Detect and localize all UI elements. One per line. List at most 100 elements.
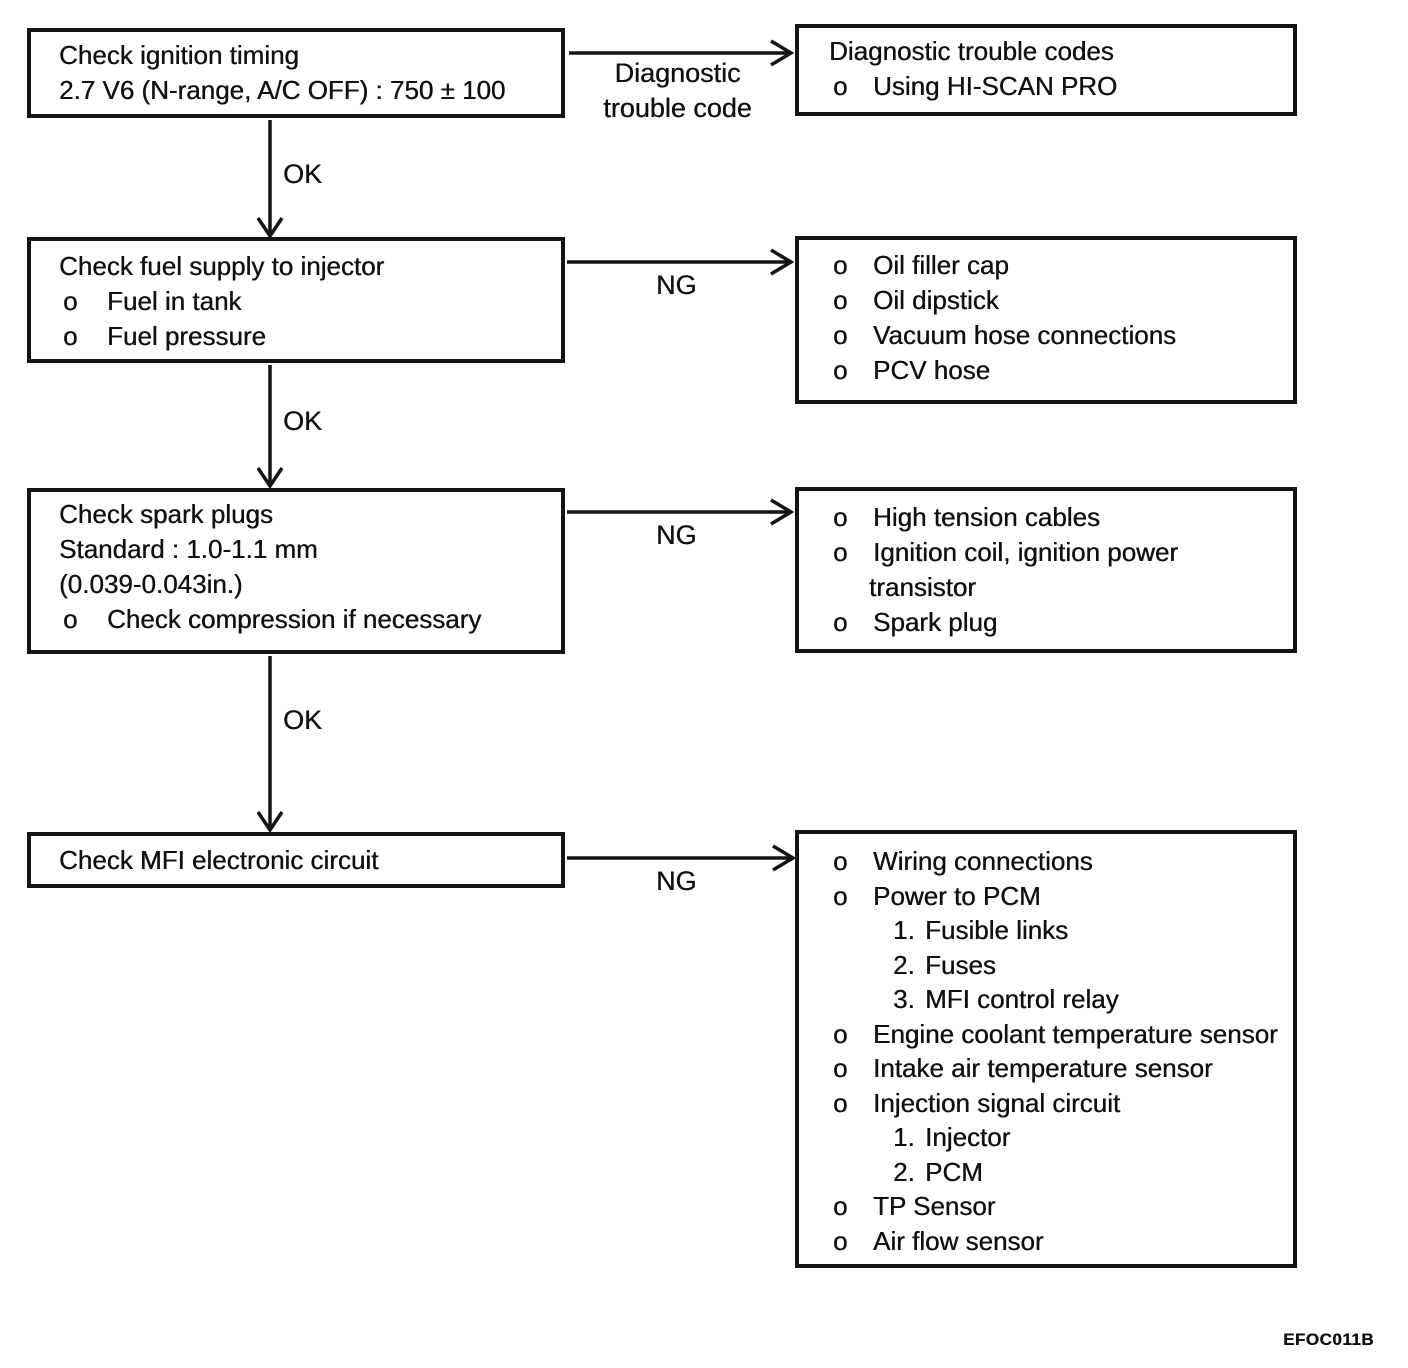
line-text: Oil dipstick (873, 285, 999, 315)
step-box-check-fuel-supply: Check fuel supply to injector o Fuel in … (27, 237, 565, 363)
result-box-mfi-circuit-ng: o Wiring connections o Power to PCM 1. F… (795, 830, 1297, 1268)
bullet: o (833, 285, 848, 315)
numbered-item: 2. Fuses (799, 948, 1293, 983)
numbered-item: 2. PCM (799, 1155, 1293, 1190)
item-number: 1. (893, 915, 915, 945)
arrowhead-ng-3 (772, 844, 797, 872)
line-text: 2.7 V6 (N-range, A/C OFF) : 750 ± 100 (59, 75, 506, 105)
line-text: TP Sensor (873, 1191, 996, 1221)
numbered-item: 3. MFI control relay (799, 982, 1293, 1017)
line-text: Fuel pressure (107, 321, 266, 351)
line-text: Intake air temperature sensor (873, 1053, 1213, 1083)
line-text: PCV hose (873, 355, 991, 385)
edge-label-ok-2: OK (283, 406, 323, 436)
list-item: o Power to PCM (799, 879, 1293, 914)
bullet: o (63, 604, 78, 634)
line-text: PCM (925, 1156, 983, 1187)
list-item: o Oil filler cap (799, 248, 1293, 283)
line-text: Engine coolant temperature sensor (873, 1018, 1278, 1049)
line-text: Using HI-SCAN PRO (873, 71, 1118, 101)
edge-label-ok-1: OK (283, 159, 323, 189)
line-text: Vacuum hose connections (873, 320, 1177, 350)
list-item: o Wiring connections (799, 844, 1293, 879)
bullet: o (833, 607, 848, 637)
edge-label-ng-2: NG (656, 520, 697, 550)
list-item: o Check compression if necessary (31, 602, 561, 637)
text-line: Standard : 1.0-1.1 mm (31, 532, 561, 567)
list-item: o Vacuum hose connections (799, 318, 1293, 353)
step-box-check-mfi-circuit: Check MFI electronic circuit (27, 832, 565, 888)
text-line: Check ignition timing (31, 38, 561, 73)
item-number: 3. (893, 984, 915, 1014)
line-text: Injection signal circuit (873, 1087, 1121, 1118)
arrowhead-ng-1 (770, 248, 795, 276)
bullet: o (833, 355, 848, 385)
arrowhead-ng-2 (770, 498, 795, 526)
bullet: o (63, 321, 78, 351)
line-text: Injector (925, 1122, 1011, 1152)
bullet: o (833, 502, 848, 532)
line-text: Check MFI electronic circuit (59, 844, 379, 875)
line-text: transistor (869, 572, 976, 602)
line-text: (0.039-0.043in.) (59, 569, 243, 599)
text-line: Diagnostic trouble codes (799, 34, 1293, 69)
arrowhead-ok-2 (256, 467, 284, 490)
bullet: o (833, 846, 848, 876)
list-item: o Oil dipstick (799, 283, 1293, 318)
result-box-fuel-supply-ng: o Oil filler cap o Oil dipstick o Vacuum… (795, 236, 1297, 404)
list-item: o Injection signal circuit (799, 1086, 1293, 1121)
edge-label-ng-1: NG (656, 270, 697, 300)
result-box-diagnostic-trouble-codes: Diagnostic trouble codes o Using HI-SCAN… (795, 24, 1297, 116)
bullet: o (833, 71, 848, 101)
result-box-spark-plug-ng: o High tension cables o Ignition coil, i… (795, 487, 1297, 653)
bullet: o (833, 1018, 848, 1049)
bullet: o (63, 286, 78, 316)
edge-label-ok-3: OK (283, 705, 323, 735)
numbered-item: 1. Injector (799, 1120, 1293, 1155)
text-line: Check spark plugs (31, 497, 561, 532)
bullet: o (833, 1087, 848, 1118)
figure-code: EFOC011B (1283, 1330, 1374, 1349)
list-item: o Intake air temperature sensor (799, 1051, 1293, 1086)
line-text: Check ignition timing (59, 40, 299, 70)
list-item: o Fuel in tank (31, 284, 561, 319)
line-text: MFI control relay (925, 984, 1119, 1014)
list-item: o Air flow sensor (799, 1224, 1293, 1259)
bullet: o (833, 320, 848, 350)
bullet: o (833, 1053, 848, 1083)
arrowhead-ok-1 (256, 217, 284, 240)
list-item: o Ignition coil, ignition power (799, 535, 1293, 570)
step-box-check-ignition-timing: Check ignition timing 2.7 V6 (N-range, A… (27, 28, 565, 118)
list-item: o Fuel pressure (31, 319, 561, 354)
text-line: Check fuel supply to injector (31, 249, 561, 284)
text-line: (0.039-0.043in.) (31, 567, 561, 602)
item-number: 2. (893, 1156, 915, 1187)
list-item: o Using HI-SCAN PRO (799, 69, 1293, 104)
item-number: 2. (893, 949, 915, 980)
line-text: Check compression if necessary (107, 604, 482, 634)
line-text: Fusible links (925, 915, 1069, 945)
line-text: Oil filler cap (873, 250, 1009, 280)
step-box-check-spark-plugs: Check spark plugs Standard : 1.0-1.1 mm … (27, 488, 565, 654)
bullet: o (833, 250, 848, 280)
arrowhead-ok-3 (256, 811, 284, 834)
text-line: transistor (799, 570, 1293, 605)
line-text: Power to PCM (873, 880, 1041, 911)
bullet: o (833, 537, 848, 567)
arrowhead-dtc (770, 39, 795, 67)
list-item: o TP Sensor (799, 1189, 1293, 1224)
edge-label-line: Diagnostic (614, 58, 741, 88)
item-number: 1. (893, 1122, 915, 1152)
line-text: Fuses (925, 949, 996, 980)
bullet: o (833, 880, 848, 911)
line-text: Check fuel supply to injector (59, 251, 385, 281)
bullet: o (833, 1225, 848, 1256)
line-text: Standard : 1.0-1.1 mm (59, 534, 318, 564)
text-line: Check MFI electronic circuit (31, 843, 561, 878)
line-text: Fuel in tank (107, 286, 242, 316)
list-item: o PCV hose (799, 353, 1293, 388)
list-item: o High tension cables (799, 500, 1293, 535)
numbered-item: 1. Fusible links (799, 913, 1293, 948)
line-text: Spark plug (873, 607, 998, 637)
